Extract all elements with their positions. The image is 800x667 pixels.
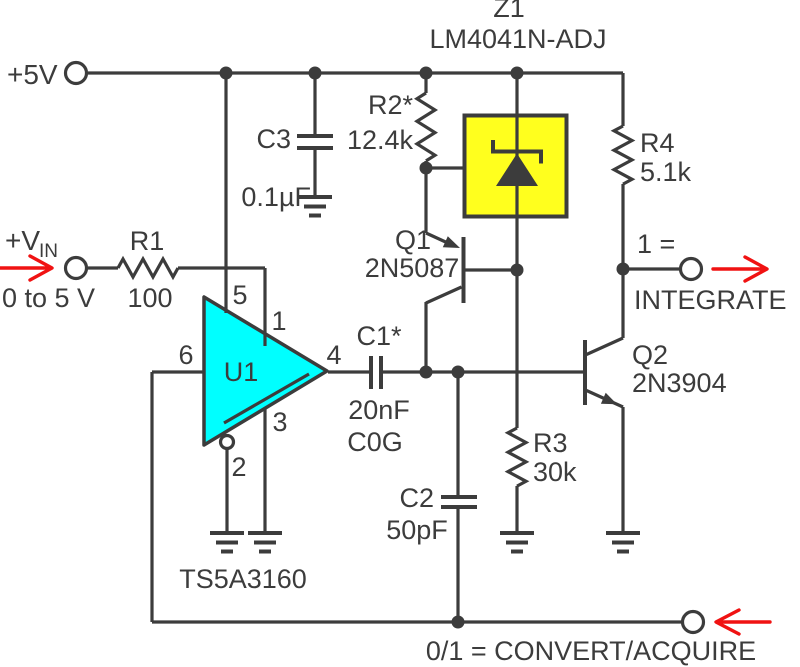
junction-dot <box>219 66 233 80</box>
convert-label: 0/1 = CONVERT/ACQUIRE <box>426 636 756 666</box>
integrate-condition-label: 1 = <box>637 229 675 259</box>
q2-emitter-arrow <box>600 392 617 405</box>
r3-resistor-symbol <box>504 426 530 488</box>
c2-ref-label: C2 <box>399 483 434 513</box>
u1-pin6-label: 6 <box>178 340 193 370</box>
junction-dot <box>451 365 465 379</box>
r3-ref-label: R3 <box>533 428 568 458</box>
pin2-inversion-bubble <box>218 433 236 451</box>
r1-resistor-symbol <box>116 255 180 281</box>
junction-dots <box>219 66 630 629</box>
c3-ref-label: C3 <box>256 124 291 154</box>
u1-pin2-label: 2 <box>231 452 246 482</box>
r4-value-label: 5.1k <box>640 157 692 187</box>
junction-dot <box>419 66 433 80</box>
integrate-terminal <box>678 256 704 282</box>
q2-collector-lead <box>585 336 624 356</box>
r2-resistor-symbol <box>413 91 439 163</box>
c1-ref-label: C1* <box>356 321 402 351</box>
u1-pin5-label: 5 <box>232 280 247 310</box>
supply-label: +5V <box>7 59 58 90</box>
q2-ref-label: Q2 <box>632 340 668 370</box>
c1-dielectric-label: C0G <box>347 427 403 457</box>
pin3-ground <box>248 531 282 554</box>
c2-value-label: 50pF <box>386 515 448 545</box>
c3-ground <box>298 195 332 218</box>
integrate-output-arrow <box>711 255 769 283</box>
r2-ref-label: R2* <box>368 90 414 120</box>
junction-dot <box>510 66 524 80</box>
r1-ref-label: R1 <box>130 226 165 256</box>
vin-label-sub: IN <box>39 241 58 262</box>
vin-label-main: +V <box>5 225 40 256</box>
vin-terminal <box>63 255 89 281</box>
r4-ref-label: R4 <box>640 128 675 158</box>
pin2-ground <box>210 531 244 554</box>
q2-transistor-symbol <box>583 336 624 409</box>
q1-part-label: 2N5087 <box>365 253 460 283</box>
u1-pin3-label: 3 <box>272 407 287 437</box>
junction-dot <box>308 66 322 80</box>
vin-range-label: 0 to 5 V <box>2 283 95 313</box>
z1-part-label: LM4041N-ADJ <box>429 24 606 54</box>
junction-dot <box>510 263 524 277</box>
u1-part-label: TS5A3160 <box>179 564 307 594</box>
r4-resistor-symbol <box>610 124 636 186</box>
c3-value-label: 0.1µF <box>241 182 311 212</box>
q2-part-label: 2N3904 <box>632 368 727 398</box>
c1-value-label: 20nF <box>348 395 410 425</box>
q1-collector-lead <box>425 285 463 305</box>
convert-input-arrow <box>714 608 772 636</box>
zener-anode-triangle <box>496 153 538 186</box>
junction-dot <box>451 615 465 629</box>
terminals <box>63 60 706 635</box>
q1-emitter-arrow <box>442 236 460 248</box>
u1-pin4-label: 4 <box>326 340 341 370</box>
integrate-label: INTEGRATE <box>634 285 787 315</box>
z1-shunt-reference <box>462 113 569 219</box>
junction-dot <box>419 161 433 175</box>
z1-ref-label: Z1 <box>493 0 525 23</box>
vin-input-arrow <box>0 254 54 282</box>
supply-terminal <box>63 60 89 86</box>
convert-terminal <box>680 609 706 635</box>
q1-ref-label: Q1 <box>395 225 431 255</box>
ground-symbols <box>210 195 640 554</box>
u1-switch-pole-line <box>223 372 310 425</box>
u1-ref-label: U1 <box>224 357 259 387</box>
junction-dot <box>616 262 630 276</box>
r2-value-label: 12.4k <box>347 125 414 155</box>
signal-arrows <box>0 254 772 636</box>
r3-value-label: 30k <box>533 457 577 487</box>
r3-ground <box>500 531 534 554</box>
u1-pin1-label: 1 <box>271 306 286 336</box>
labels: +5V Z1 LM4041N-ADJ R2* 12.4k C3 0.1µF R4… <box>2 0 787 666</box>
q1-transistor-symbol <box>424 231 517 372</box>
wires <box>88 71 682 624</box>
capacitors <box>297 134 477 509</box>
r1-value-label: 100 <box>127 283 172 313</box>
resistors <box>116 91 636 488</box>
junction-dot <box>419 365 433 379</box>
q2-ground <box>606 531 640 554</box>
